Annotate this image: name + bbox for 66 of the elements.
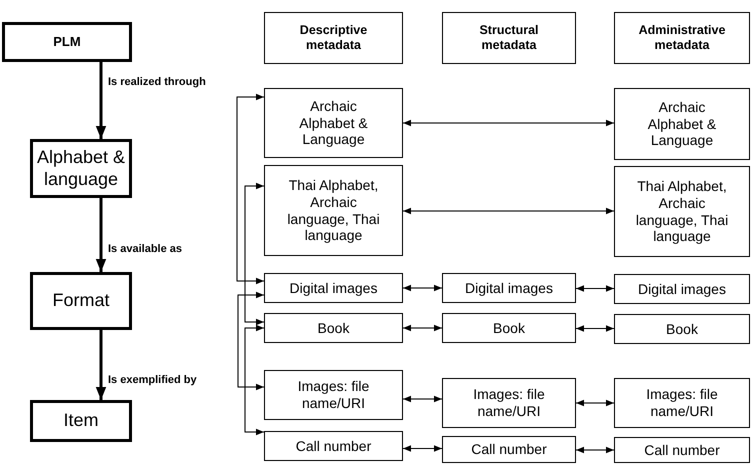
box-label: Images: file name/URI: [472, 386, 546, 420]
box-label: Book: [318, 320, 350, 336]
process-box: [614, 12, 750, 64]
arrow: [576, 325, 614, 332]
arrow: [96, 198, 106, 272]
process-box: [2, 22, 132, 62]
arrow: [402, 208, 614, 214]
box-label: Digital images: [290, 280, 378, 296]
process-box: [614, 378, 750, 428]
box-label: Descriptive metadata: [298, 23, 368, 53]
edge-label: Is realized through: [108, 76, 206, 88]
box-label: Thai Alphabet, Archaic language, Thai language: [634, 178, 730, 246]
box-label: Administrative metadata: [638, 23, 726, 53]
process-box: [442, 313, 576, 343]
process-box: [442, 273, 576, 303]
arrow: [576, 285, 614, 292]
process-box: [442, 378, 576, 428]
box-label: Book: [666, 320, 698, 338]
box-label: Call number: [471, 441, 547, 458]
process-box: [264, 165, 403, 256]
arrow: [402, 445, 442, 452]
box-label: Book: [493, 320, 525, 336]
arrow: [238, 292, 264, 390]
box-label: Item: [63, 410, 98, 432]
box-label: Call number: [296, 438, 372, 454]
process-box: [264, 12, 403, 64]
arrow: [402, 284, 442, 292]
box-label: Digital images: [638, 280, 726, 298]
process-box: [614, 437, 750, 463]
process-box: [264, 370, 403, 420]
arrow: [402, 396, 442, 402]
process-box: [442, 12, 576, 64]
edge-label: Is available as: [108, 243, 182, 256]
process-box: [614, 314, 750, 344]
box-label: Structural metadata: [478, 23, 540, 53]
arrow: [96, 62, 106, 139]
process-box: [614, 274, 750, 304]
box-label: Archaic Alphabet & Language: [298, 98, 369, 148]
arrow: [402, 324, 442, 332]
process-box: [442, 436, 576, 463]
process-box: [30, 400, 132, 442]
arrow: [244, 182, 264, 326]
arrow: [244, 324, 264, 436]
box-label: Archaic Alphabet & Language: [646, 98, 718, 150]
process-box: [264, 273, 403, 303]
arrow: [96, 330, 106, 400]
box-label: Images: file name/URI: [645, 386, 719, 420]
arrow: [236, 94, 264, 284]
process-box: [614, 88, 750, 160]
box-label: Digital images: [465, 280, 553, 296]
box-label: Format: [52, 290, 110, 312]
box-label: Alphabet & language: [36, 146, 126, 190]
arrow: [576, 446, 614, 454]
box-label: PLM: [53, 34, 81, 50]
process-box: [264, 431, 403, 461]
edge-label: Is exemplified by: [108, 374, 197, 386]
arrow: [576, 400, 614, 406]
process-box: [30, 139, 132, 198]
process-box: [614, 166, 750, 257]
arrow: [402, 120, 614, 126]
box-label: Call number: [644, 442, 720, 458]
process-box: [264, 88, 403, 158]
box-label: Thai Alphabet, Archaic language, Thai language: [286, 176, 381, 244]
process-box: [30, 272, 132, 330]
box-label: Images: file name/URI: [296, 378, 370, 412]
process-box: [264, 313, 403, 343]
